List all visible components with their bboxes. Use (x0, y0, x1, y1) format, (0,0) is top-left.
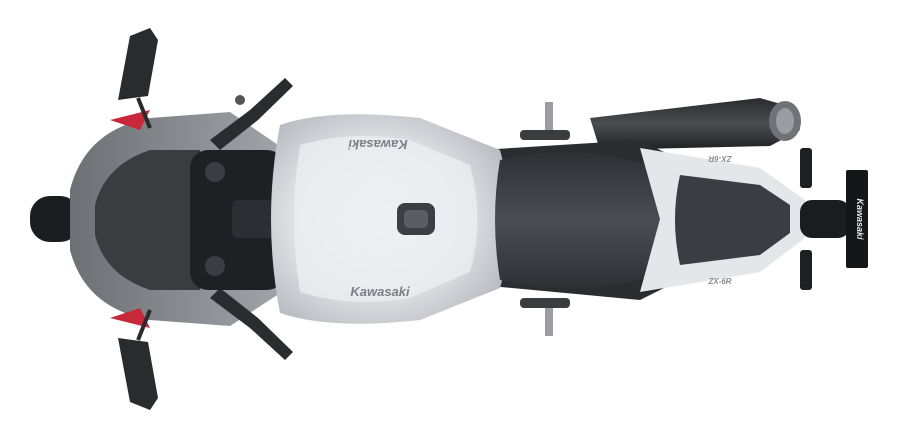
turn-signal-icon (800, 250, 812, 290)
turn-signal-icon (800, 148, 812, 188)
tail-section: ZX-6R ZX-6R (640, 148, 805, 292)
tail-logo-top: ZX-6R (708, 154, 732, 163)
mirror-right (118, 309, 158, 410)
cockpit-triple-clamp (190, 150, 285, 290)
handlebar-left (210, 78, 293, 150)
exhaust-muffler (590, 98, 801, 150)
footpeg-left (520, 102, 570, 140)
mirror-left (118, 28, 158, 129)
handlebar-right (210, 288, 293, 360)
tank-logo-top: Kawasaki (348, 137, 408, 152)
tail-logo-bottom: ZX-6R (707, 277, 731, 286)
front-wheel (30, 196, 80, 242)
plate-logo: Kawasaki (855, 198, 865, 240)
rear-wheel (800, 200, 850, 238)
footpeg-right (520, 298, 570, 336)
license-plate: Kawasaki (800, 148, 868, 290)
rider-seat (495, 152, 700, 289)
tank-logo-bottom: Kawasaki (350, 284, 410, 299)
fuel-tank (271, 114, 510, 324)
